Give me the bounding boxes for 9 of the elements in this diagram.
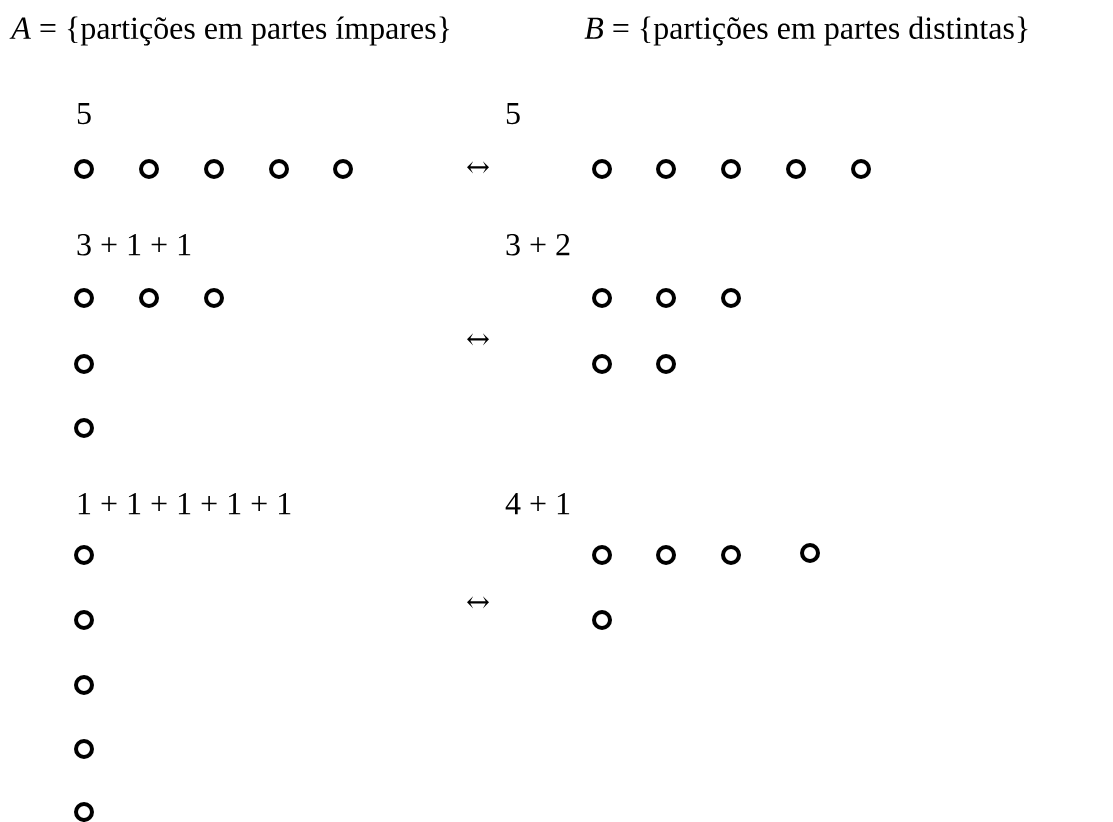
heading: B = {partições em partes distintas} [584,16,1028,46]
double-arrow-symbol: ↔ [467,161,489,174]
heading: A = {partições em partes ímpares} [9,16,450,46]
partition-label: 1 + 1 + 1 + 1 + 1 [78,493,291,515]
partition-label: 5 [506,103,520,125]
partition-label: 3 + 1 + 1 [77,234,191,256]
partition-label: 3 + 2 [506,234,570,256]
partition-label: 4 + 1 [505,493,570,515]
partition-label: 5 [77,103,91,125]
